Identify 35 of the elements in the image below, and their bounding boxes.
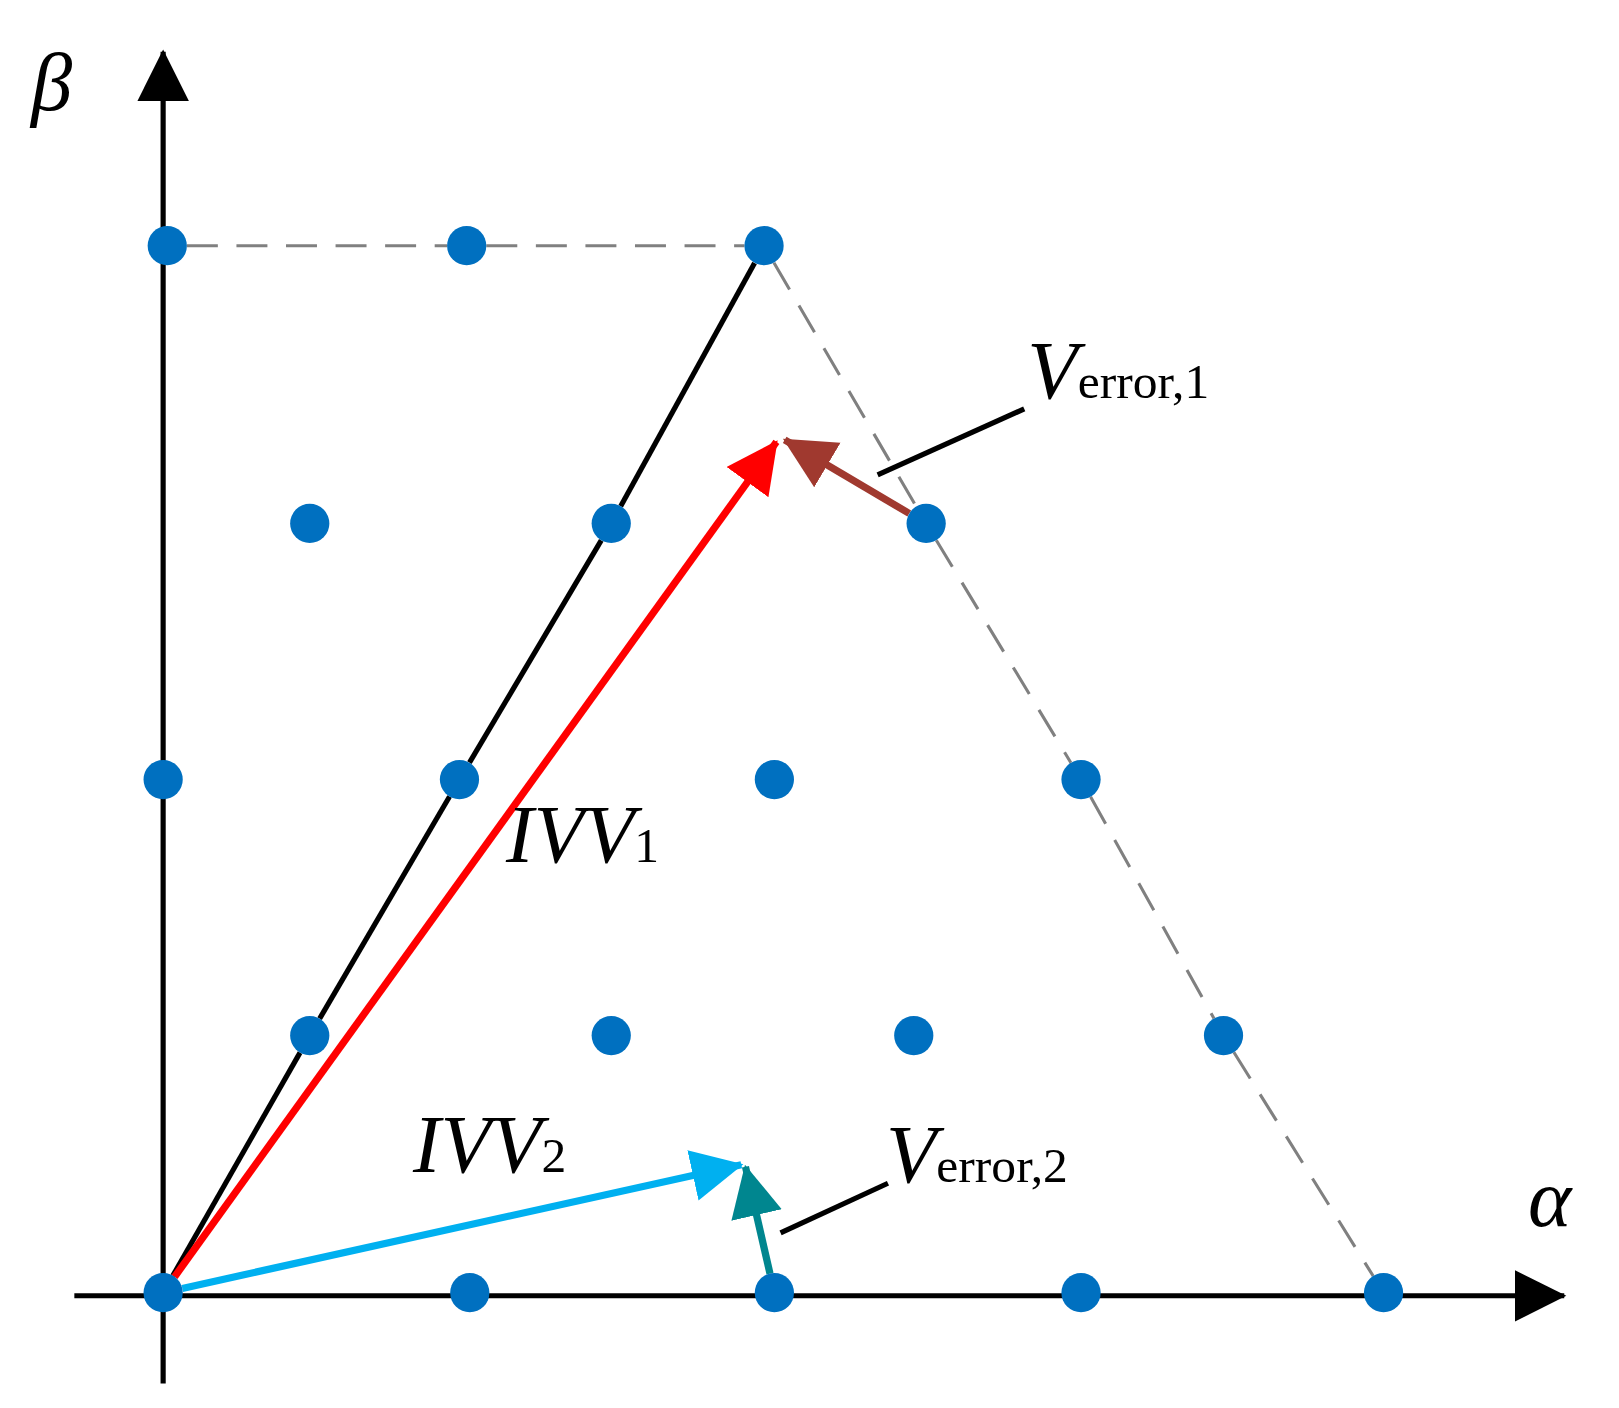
vector-arrow: [171, 439, 780, 1279]
lattice-point: [906, 503, 946, 544]
boundary-line: [170, 1051, 303, 1277]
dashed-boundary-line: [486, 244, 745, 248]
dashed-boundary-line: [186, 244, 448, 248]
axis-label: α: [1528, 1156, 1572, 1239]
lattice-point: [290, 503, 330, 544]
lattice-point: [143, 1273, 183, 1313]
lattice-point: [1061, 759, 1101, 800]
lattice-point: [1203, 1016, 1244, 1056]
lattice-point: [894, 1016, 934, 1056]
lattice-point: [754, 759, 794, 800]
vector-arrow: [782, 436, 912, 517]
lattice-point: [591, 1016, 631, 1056]
lattice-point: [147, 226, 187, 266]
leader-line: [876, 406, 1026, 478]
dashed-boundary-line: [1232, 1051, 1375, 1277]
lattice-point: [447, 226, 487, 266]
boundary-line: [618, 261, 757, 508]
dashed-boundary-line: [1089, 795, 1216, 1020]
lattice-point: [1363, 1273, 1404, 1313]
lattice-point: [754, 1273, 794, 1313]
lattice-point: [290, 1016, 330, 1056]
vector-arrow: [731, 1164, 782, 1275]
lattice-point: [439, 759, 480, 800]
lattice-point: [450, 1273, 490, 1313]
lattice-point: [591, 503, 631, 544]
leader-line: [779, 1180, 890, 1236]
lattice-point: [1061, 1273, 1101, 1313]
boundary-line: [467, 539, 604, 764]
dashed-boundary-line: [935, 539, 1073, 764]
vector-arrow: [181, 1150, 744, 1292]
lattice-point: [143, 759, 183, 800]
boundary-line: [317, 795, 452, 1020]
lattice-point: [744, 226, 784, 266]
